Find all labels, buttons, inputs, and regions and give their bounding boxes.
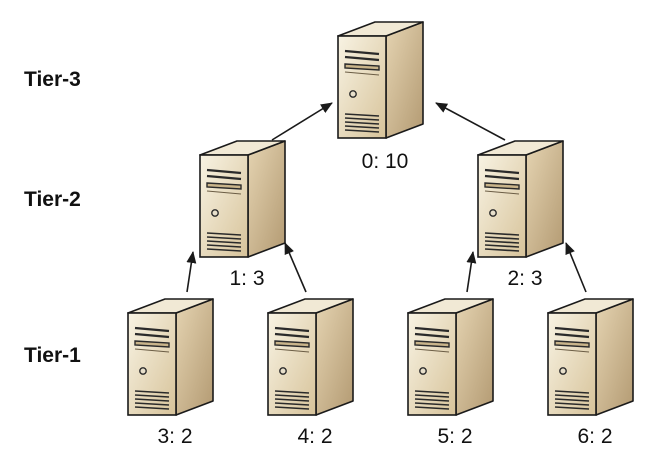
server-node-1: 1: 3	[199, 140, 286, 290]
server-nodes: 0: 10 1: 3 2: 3 3: 2 4: 2 5: 2 6: 2	[127, 21, 634, 448]
server-node-5: 5: 2	[407, 298, 494, 448]
server-node-5-label: 5: 2	[437, 425, 472, 448]
server-icon	[477, 140, 564, 258]
edge-1-to-0	[271, 102, 333, 141]
edge-4-to-1	[284, 242, 307, 293]
server-icon	[407, 298, 494, 416]
server-node-6-label: 6: 2	[577, 425, 612, 448]
server-node-1-label: 1: 3	[229, 267, 264, 290]
server-node-4-label: 4: 2	[297, 425, 332, 448]
server-node-0-label: 0: 10	[362, 150, 409, 173]
server-node-2-label: 2: 3	[507, 267, 542, 290]
edge-5-to-2	[466, 251, 477, 293]
server-icon	[547, 298, 634, 416]
server-node-0: 0: 10	[337, 21, 424, 173]
server-node-4: 4: 2	[267, 298, 354, 448]
server-node-3-label: 3: 2	[157, 425, 192, 448]
server-icon	[199, 140, 286, 258]
server-icon	[127, 298, 214, 416]
server-node-6: 6: 2	[547, 298, 634, 448]
tier-1-label: Tier-1	[24, 344, 81, 367]
server-node-3: 3: 2	[127, 298, 214, 448]
server-node-2: 2: 3	[477, 140, 564, 290]
server-icon	[267, 298, 354, 416]
server-icon	[337, 21, 424, 139]
tier-2-label: Tier-2	[24, 188, 81, 211]
edge-2-to-0	[435, 102, 506, 141]
tier-3-label: Tier-3	[24, 68, 81, 91]
edge-6-to-2	[565, 242, 587, 293]
edge-3-to-1	[186, 251, 197, 293]
edges	[186, 102, 587, 293]
